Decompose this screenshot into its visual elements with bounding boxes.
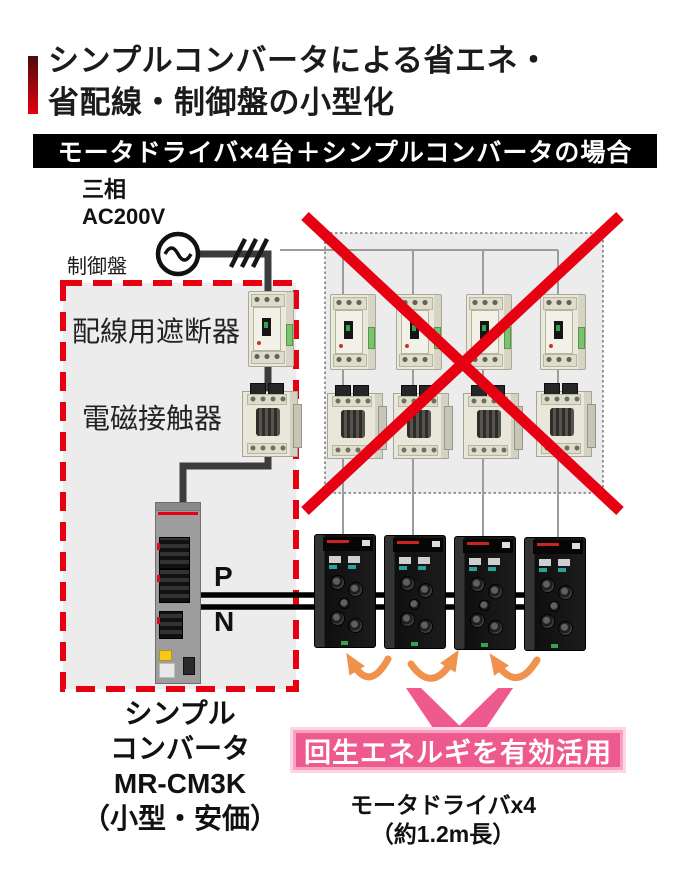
simple-converter-image — [155, 502, 201, 684]
circuit-breaker-image — [540, 294, 586, 370]
page-title-line2: 省配線・制御盤の小型化 — [48, 85, 395, 120]
breaker-top-terminals — [251, 294, 285, 307]
pointer-wedge-icon — [406, 688, 513, 734]
main-power-wire — [198, 250, 272, 295]
breaker-label: 配線用遮断器 — [72, 316, 241, 347]
breaker-bottom-terminals — [251, 351, 285, 364]
converter-terminal-block — [159, 611, 183, 639]
contactor-label: 電磁接触器 — [82, 403, 223, 434]
driver-caption: モータドライバx4 （約1.2m長） — [349, 792, 537, 847]
converter-caption: シンプル コンバータ MR-CM3K （小型・安価） — [81, 698, 278, 834]
contactor-coil — [256, 408, 280, 436]
scenario-banner: モータドライバ×4台＋シンプルコンバータの場合 — [33, 134, 657, 168]
ac-source-icon — [155, 231, 201, 277]
magnetic-contactor-image — [242, 383, 302, 457]
title-accent-bar — [28, 56, 38, 114]
energy-banner: 回生エネルギを有効活用 — [293, 730, 623, 770]
motor-driver-image — [384, 535, 446, 649]
driver-connector — [348, 618, 363, 633]
motor-driver-image — [454, 536, 516, 650]
page-title: シンプルコンバータによる省エネ・ 省配線・制御盤の小型化 — [48, 40, 668, 124]
p-terminal-label: P — [214, 561, 233, 592]
n-terminal-label: N — [214, 606, 235, 637]
motor-driver-image — [314, 534, 376, 648]
converter-terminal-block — [159, 569, 190, 603]
circuit-breaker-image — [396, 294, 442, 370]
converter-red-stripe — [158, 512, 198, 515]
circuit-breaker-image — [330, 294, 376, 370]
converter-terminal-block — [159, 537, 190, 569]
driver-connector — [339, 598, 350, 609]
three-phase-slash-icon — [228, 237, 270, 269]
breaker-toggle — [262, 318, 271, 336]
driver-connector — [348, 582, 363, 597]
breaker-side-tab — [286, 324, 293, 346]
control-panel-label: 制御盤 — [67, 256, 127, 278]
cancel-cross-icon — [301, 211, 624, 516]
circuit-breaker-image — [248, 291, 294, 367]
converter-warning-sticker — [159, 650, 172, 661]
power-source-label: 三相 AC200V — [82, 177, 166, 229]
page-title-line1: シンプルコンバータによる省エネ・ — [48, 43, 550, 78]
regen-arrow-icon — [346, 649, 541, 682]
motor-driver-image — [524, 537, 586, 651]
contactor-to-converter-wire — [179, 450, 272, 505]
driver-connector — [330, 611, 345, 626]
driver-connector — [330, 575, 345, 590]
breaker-front-panel — [253, 307, 281, 351]
